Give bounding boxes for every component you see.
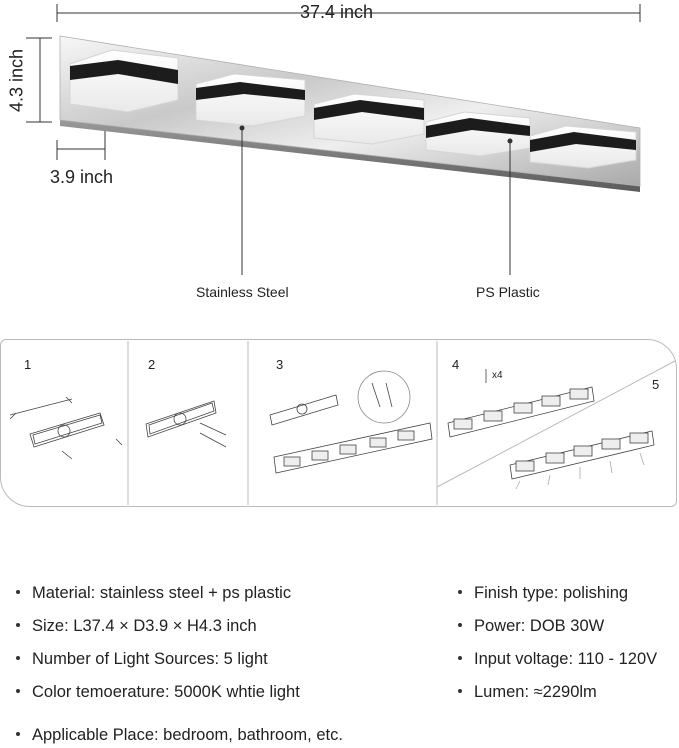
stainless-callout: Stainless Steel	[196, 284, 289, 300]
light-head-4	[425, 111, 531, 157]
length-label: 37.4 inch	[300, 2, 374, 22]
step-number-3: 3	[276, 357, 284, 372]
screw-quantity: x4	[492, 370, 503, 381]
plastic-callout: PS Plastic	[476, 284, 540, 300]
spec-light-sources: Number of Light Sources: 5 light	[16, 650, 268, 669]
spec-material: Material: stainless steel + ps plastic	[16, 584, 291, 603]
spec-power: Power: DOB 30W	[458, 617, 604, 636]
spec-finish: Finish type: polishing	[458, 584, 628, 603]
plastic-leader	[507, 138, 513, 275]
length-dimension-line	[56, 4, 641, 22]
step-3-diagram	[269, 370, 433, 474]
light-head-1	[69, 49, 179, 113]
step-5-diagram	[509, 430, 655, 490]
height-label: 4.3 inch	[6, 48, 27, 113]
spec-color-temperature: Color temoerature: 5000K whtie light	[16, 683, 300, 702]
spec-voltage: Input voltage: 110 - 120V	[458, 650, 657, 669]
installation-steps-panel	[0, 339, 677, 507]
spec-applicable-place: Applicable Place: bedroom, bathroom, etc…	[16, 726, 343, 745]
step-4-diagram	[447, 369, 595, 438]
light-head-3	[313, 93, 425, 145]
step-number-1: 1	[24, 357, 32, 372]
light-head-2	[195, 73, 306, 127]
spec-lumen: Lumen: ≈2290lm	[458, 683, 597, 702]
spec-size: Size: L37.4 × D3.9 × H4.3 inch	[16, 617, 257, 636]
step-1-diagram	[9, 396, 123, 460]
stainless-leader	[239, 125, 245, 275]
step-number-2: 2	[148, 357, 156, 372]
depth-label: 3.9 inch	[50, 167, 114, 187]
height-dimension-line	[26, 37, 52, 123]
step-number-4: 4	[452, 357, 460, 372]
step-2-diagram	[145, 400, 227, 448]
step-number-5: 5	[652, 377, 660, 392]
installation-diagrams	[9, 341, 676, 505]
product-illustration	[26, 4, 641, 275]
light-head-5	[529, 125, 637, 169]
